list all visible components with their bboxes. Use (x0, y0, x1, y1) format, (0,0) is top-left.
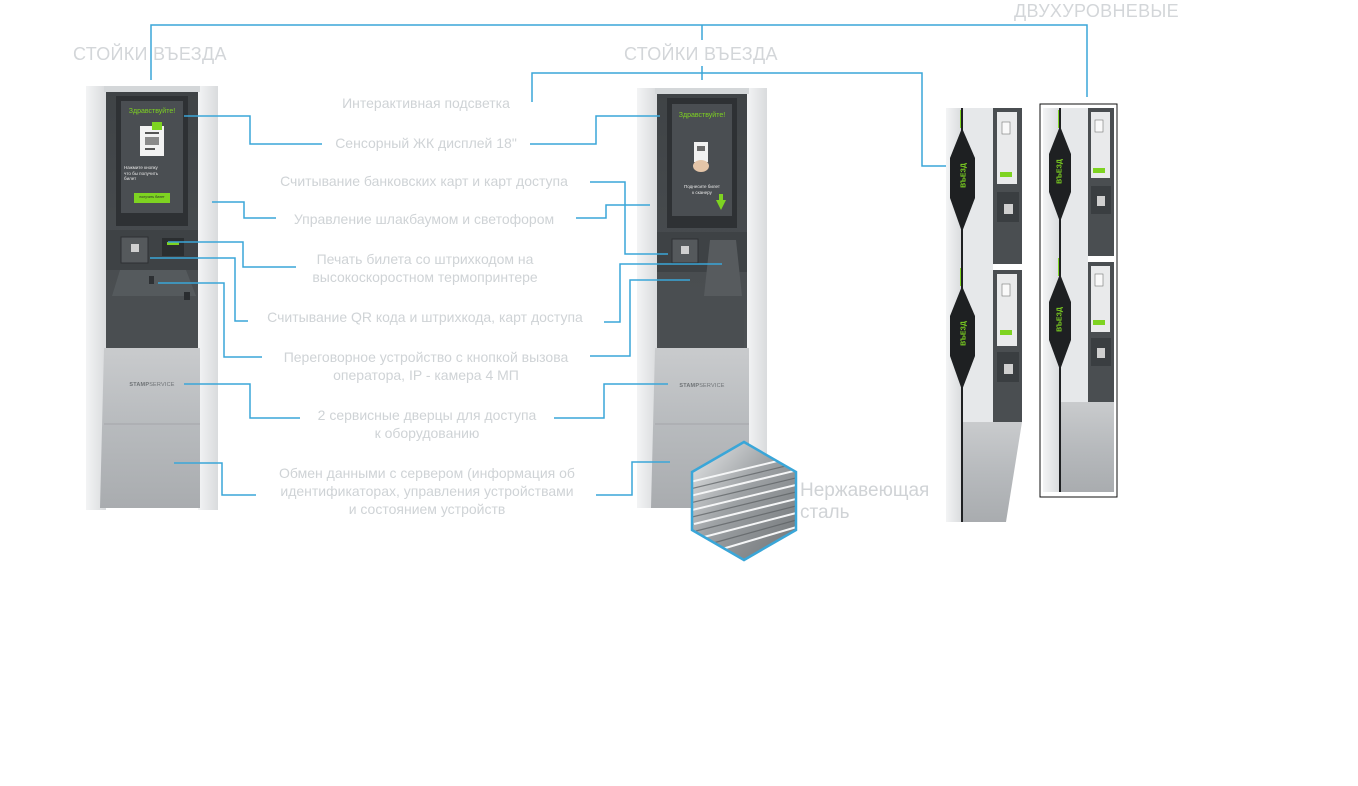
feature-intercom-line-1: Переговорное устройство с кнопкой вызова (283, 349, 569, 365)
leader-lines-left (150, 115, 322, 496)
kiosk-middle-greeting: Здравствуйте! (678, 112, 726, 119)
kiosk-double-1 (946, 108, 1022, 522)
feature-barrier-control: Управление шлакбаумом и светофором (293, 211, 555, 227)
feature-data-exchange-line-1: Обмен данными с сервером (информация об (279, 465, 575, 481)
kiosk-left (86, 86, 218, 510)
kiosk-middle-brand-part-1: STAMP (679, 383, 700, 389)
kiosk-middle-prompt: Поднесите билет к сканеру (672, 184, 732, 195)
kiosk-double-2-upper-label: ВЪЕЗД (1056, 159, 1064, 184)
feature-intercom: Переговорное устройство с кнопкой вызова… (258, 348, 594, 384)
kiosk-left-brand: STAMPSERVICE (122, 382, 182, 388)
feature-service-doors: 2 сервисные дверцы для доступа к оборудо… (296, 406, 558, 442)
feature-card-reader: Считывание банковских карт и карт доступ… (280, 173, 568, 189)
feature-ticket-printing-line-1: Печать билета со штрихкодом на (316, 251, 534, 267)
kiosk-double-1-lower-label: ВЪЕЗД (960, 321, 968, 346)
kiosk-double-2 (1039, 103, 1118, 498)
kiosk-left-greeting: Здравствуйте! (128, 108, 176, 115)
feature-data-exchange-line-2: идентификаторах, управления устройствами (280, 483, 574, 499)
kiosk-double-2-lower-label: ВЪЕЗД (1056, 307, 1064, 332)
steel-sample-hexagon (690, 440, 798, 562)
steel-label-line-1: Нержавеющая (800, 480, 930, 501)
feature-ticket-printing-line-2: высокоскоростном термопринтере (312, 269, 538, 285)
kiosk-left-prompt-line-1: Нажмите кнопку (124, 165, 158, 170)
heading-entry-stands-middle: СТОЙКИ ВЪЕЗДА (624, 44, 778, 64)
feature-ticket-printing: Печать билета со штрихкодом на высокоско… (270, 250, 580, 286)
heading-entry-stands-left: СТОЙКИ ВЪЕЗДА (73, 44, 227, 64)
steel-label: Нержавеющая сталь (800, 480, 929, 524)
leader-lines-middle (530, 115, 722, 496)
feature-data-exchange-line-3: и состоянием устройств (348, 501, 506, 517)
feature-service-doors-line-2: к оборудованию (374, 425, 480, 441)
kiosk-middle-prompt-line-1: Поднесите билет (684, 184, 720, 189)
feature-intercom-line-2: оператора, IP - камера 4 МП (333, 367, 519, 383)
steel-label-line-2: сталь (800, 502, 850, 523)
kiosk-left-brand-part-2: SERVICE (149, 382, 175, 388)
feature-touch-display: Сенсорный ЖК дисплей 18" (335, 135, 517, 151)
kiosk-left-prompt-line-2: что бы получить (124, 170, 159, 176)
kiosk-middle-prompt-line-2: к сканеру (692, 189, 712, 195)
kiosk-left-get-ticket-button: получить билет (139, 195, 165, 199)
kiosk-middle (637, 88, 767, 508)
top-connector-lines (150, 24, 1088, 167)
feature-data-exchange: Обмен данными с сервером (информация об … (252, 464, 602, 518)
kiosk-double-1-upper-label: ВЪЕЗД (960, 163, 968, 188)
feature-qr-reader: Считывание QR кода и штрихкода, карт дос… (267, 309, 583, 325)
heading-double-level: ДВУХУРОВНЕВЫЕ (1014, 1, 1179, 21)
kiosk-left-prompt-line-3: билет (124, 176, 137, 181)
feature-service-doors-line-1: 2 сервисные дверцы для доступа (317, 407, 537, 423)
kiosk-middle-brand: STAMPSERVICE (672, 383, 732, 389)
kiosk-left-prompt: Нажмите кнопку что бы получить билет (124, 165, 182, 182)
feature-interactive-backlight: Интерактивная подсветка (342, 95, 510, 111)
kiosk-left-brand-part-1: STAMP (129, 382, 150, 388)
kiosk-middle-brand-part-2: SERVICE (699, 383, 725, 389)
